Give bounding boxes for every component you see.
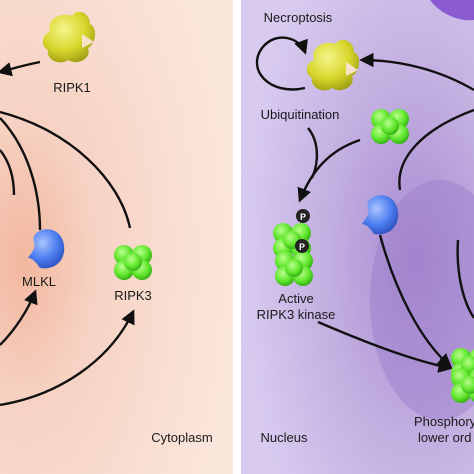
cytoplasm-label: Cytoplasm	[151, 430, 212, 445]
arrow-up-to-ripk3	[0, 309, 135, 407]
nucleus-label: Nucleus	[261, 430, 308, 445]
panel-divider	[233, 0, 241, 474]
arrow-up-to-mlkl	[0, 289, 38, 346]
phosphate-icon-1: P	[296, 209, 310, 223]
arrow-green-to-active	[297, 138, 361, 203]
mlkl-label: MLKL	[22, 274, 56, 289]
arrow-arc-to-blue	[398, 108, 474, 191]
necroptosis-label: Necroptosis	[264, 10, 333, 25]
arrow-blue-to-phospho	[378, 234, 453, 368]
ubiquitination-loop-arrow	[255, 36, 308, 91]
phospho-ripk3-lower-protein-icon	[451, 368, 474, 403]
ubiquitination-label: Ubiquitination	[261, 107, 340, 122]
phosphate-label-1: P	[300, 212, 306, 222]
arrow-arc-left-small	[0, 149, 16, 196]
nucleus-top-corner-shape	[430, 0, 474, 21]
arrow-phospho-up-right	[456, 239, 474, 319]
arrow-arc-to-ripk3	[0, 110, 132, 229]
arrow-active-to-phospho	[317, 320, 453, 373]
phosphate-label-2: P	[299, 242, 305, 252]
nucleus-arrows	[255, 36, 474, 373]
active-label-line1: Active	[278, 291, 313, 306]
active-label-line2: RIPK3 kinase	[257, 307, 336, 322]
ripk3-label: RIPK3	[114, 288, 152, 303]
phosphate-icon-2: P	[295, 239, 309, 253]
phospho-label-line2: lower ord	[418, 430, 471, 445]
arrow-arc-to-mlkl	[0, 117, 42, 231]
arrow-ripk1-left	[0, 60, 41, 77]
arrow-right-to-ripk1	[359, 52, 474, 92]
cytoplasm-arrows	[0, 60, 135, 407]
ripk1-label: RIPK1	[53, 80, 91, 95]
phospho-label-line1: Phosphory	[414, 414, 474, 429]
